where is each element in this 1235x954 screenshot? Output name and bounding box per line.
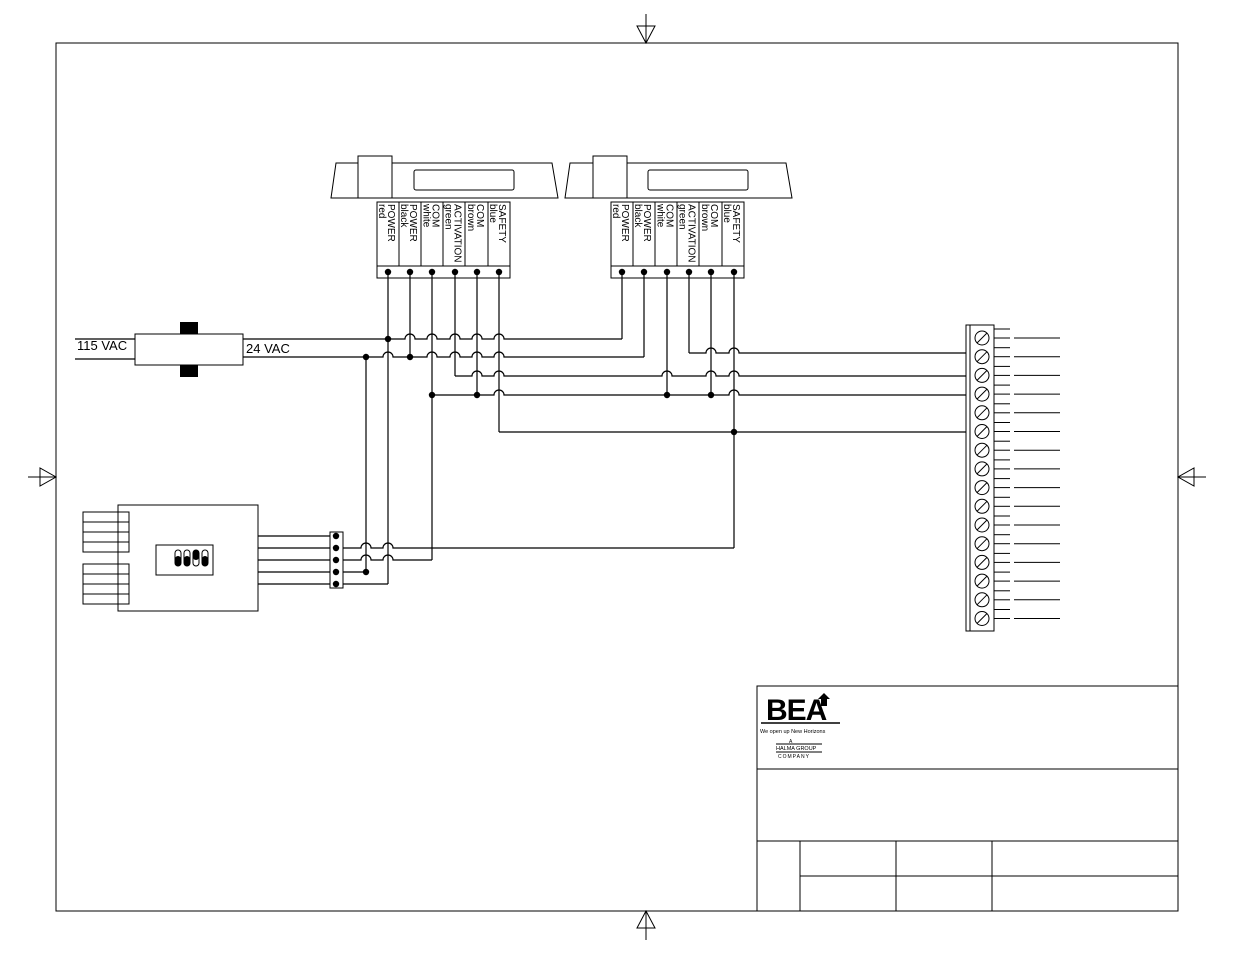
wire-function-label: COM xyxy=(474,204,485,227)
wire xyxy=(432,389,966,396)
terminal-screw xyxy=(974,330,990,346)
output-voltage-label: 24 VAC xyxy=(246,341,290,356)
wire-color-label: brown xyxy=(699,204,710,231)
wire-function-label: COM xyxy=(663,204,674,227)
terminal-screw xyxy=(974,386,990,402)
bea-logo: BEA We open up New Horizons A HALMA GROU… xyxy=(760,693,840,760)
wire-color-label: green xyxy=(443,204,454,230)
wire-color-label: green xyxy=(677,204,688,230)
junction-dot xyxy=(473,391,481,399)
wire-color-label: white xyxy=(654,203,665,228)
wire xyxy=(343,554,432,561)
terminal-screw xyxy=(974,498,990,514)
terminal-screw xyxy=(974,554,990,570)
wire-function-label: ACTIVATION xyxy=(686,204,697,263)
terminal-screw xyxy=(974,405,990,421)
terminal-screw xyxy=(974,573,990,589)
terminal-screw xyxy=(974,592,990,608)
input-voltage-label: 115 VAC xyxy=(77,338,127,353)
wire-function-label: COM xyxy=(708,204,719,227)
wire-color-label: blue xyxy=(487,204,498,223)
wire-function-label: COM xyxy=(429,204,440,227)
junction-dot xyxy=(332,580,340,588)
dip-switch xyxy=(155,544,214,576)
center-mark-top xyxy=(636,14,656,45)
terminal-screw xyxy=(974,517,990,533)
terminal-screw xyxy=(974,442,990,458)
wire-color-label: brown xyxy=(465,204,476,231)
wire-function-label: POWER xyxy=(385,204,396,242)
junction-dot xyxy=(332,556,340,564)
junction-dot xyxy=(332,568,340,576)
wire-function-label: SAFETY xyxy=(730,204,741,243)
wire-function-label: POWER xyxy=(407,204,418,242)
logo-tagline: We open up New Horizons xyxy=(760,729,826,735)
wiring xyxy=(243,268,966,588)
terminal-screw xyxy=(974,461,990,477)
wire xyxy=(343,542,734,549)
wire xyxy=(689,347,966,354)
center-mark-right xyxy=(1176,467,1206,487)
wire-color-label: red xyxy=(610,204,621,218)
halma-group: HALMA GROUP xyxy=(776,746,817,752)
sensor-window xyxy=(647,169,749,191)
wire-color-label: blue xyxy=(721,204,732,223)
halma-a: A xyxy=(789,739,793,745)
sensor-housing-1 xyxy=(330,155,559,199)
terminal-screw xyxy=(974,367,990,383)
wire-function-label: ACTIVATION xyxy=(452,204,463,263)
wire-color-label: white xyxy=(420,203,431,228)
terminal-screw xyxy=(974,611,990,626)
terminal-block xyxy=(965,324,1060,632)
control-module xyxy=(82,504,344,612)
wire-color-label: red xyxy=(376,204,387,218)
center-mark-left xyxy=(28,467,58,487)
terminal-screw xyxy=(974,480,990,496)
center-mark-bottom xyxy=(636,909,656,940)
transformer: 115 VAC 24 VAC xyxy=(75,322,290,377)
sensor-housing-2 xyxy=(564,155,793,199)
wire-function-label: SAFETY xyxy=(496,204,507,243)
junction-dot xyxy=(332,532,340,540)
logo-text: BEA xyxy=(766,694,827,727)
terminal-screw xyxy=(974,536,990,552)
wire-function-label: POWER xyxy=(641,204,652,242)
title-block: BEA We open up New Horizons A HALMA GROU… xyxy=(756,685,1179,912)
sensor-window xyxy=(413,169,515,191)
wire-color-label: black xyxy=(632,204,643,228)
halma-company: COMPANY xyxy=(778,754,810,760)
junction-dot xyxy=(332,544,340,552)
sheet-border xyxy=(55,42,1179,912)
terminal-screw xyxy=(974,424,990,439)
junction-dot xyxy=(406,353,414,361)
wire-color-label: black xyxy=(398,204,409,228)
terminal-screw xyxy=(974,349,990,365)
junction-dot xyxy=(362,568,370,576)
wire-function-label: POWER xyxy=(619,204,630,242)
wire xyxy=(243,351,644,358)
